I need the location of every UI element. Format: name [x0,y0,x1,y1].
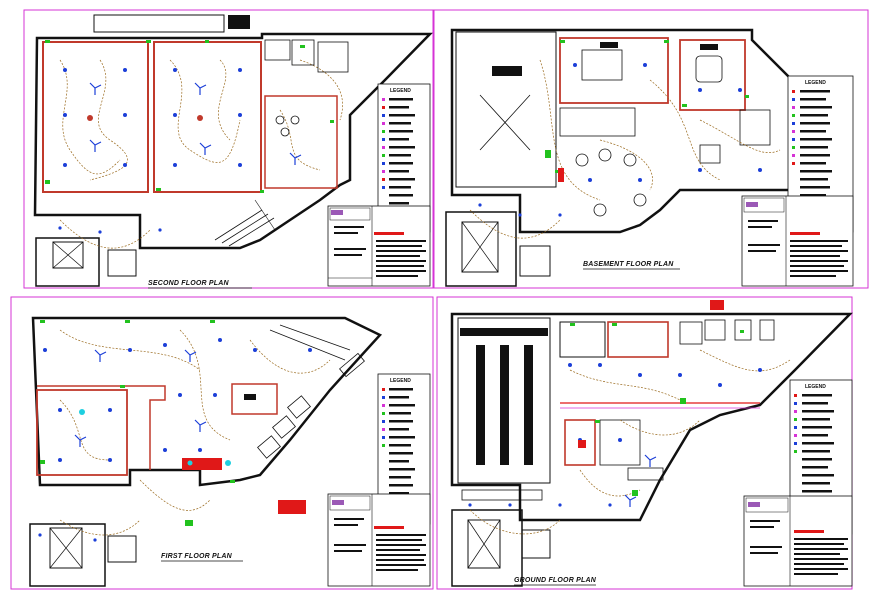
legend-heading: LEGEND [390,378,411,384]
title-block [327,205,431,287]
legend-heading: LEGEND [805,80,826,86]
plan-title: GROUND FLOOR PLAN [514,577,597,584]
legend-heading: LEGEND [805,384,826,390]
panel-frames [10,9,869,590]
basement-plan: BASEMENT FLOOR PLAN LEGEND [445,28,854,287]
panel-frame-basement [433,9,869,289]
title-block [327,493,431,587]
panel-frame-first-floor [10,296,434,590]
building-walls [31,316,383,487]
second-floor-plan: SECOND FLOOR PLAN LEGEND [33,14,433,289]
plan-title: BASEMENT FLOOR PLAN [583,261,674,268]
room-conference [559,37,669,104]
room-left [42,41,149,193]
plan-title: FIRST FLOOR PLAN [161,553,233,560]
legend-heading: LEGEND [390,88,411,94]
stair [35,237,100,287]
building-walls [33,32,433,250]
room-left [36,389,128,476]
plan-title: SECOND FLOOR PLAN [148,280,230,287]
first-floor-plan: FIRST FLOOR PLAN LEGEND [29,316,431,587]
title-block [743,495,853,587]
room-middle [153,41,262,193]
stair [445,211,517,287]
building-walls [450,28,792,234]
title-block [741,195,854,287]
stair [29,523,106,587]
ground-floor-plan: GROUND FLOOR PLAN LEGEND [450,300,853,587]
